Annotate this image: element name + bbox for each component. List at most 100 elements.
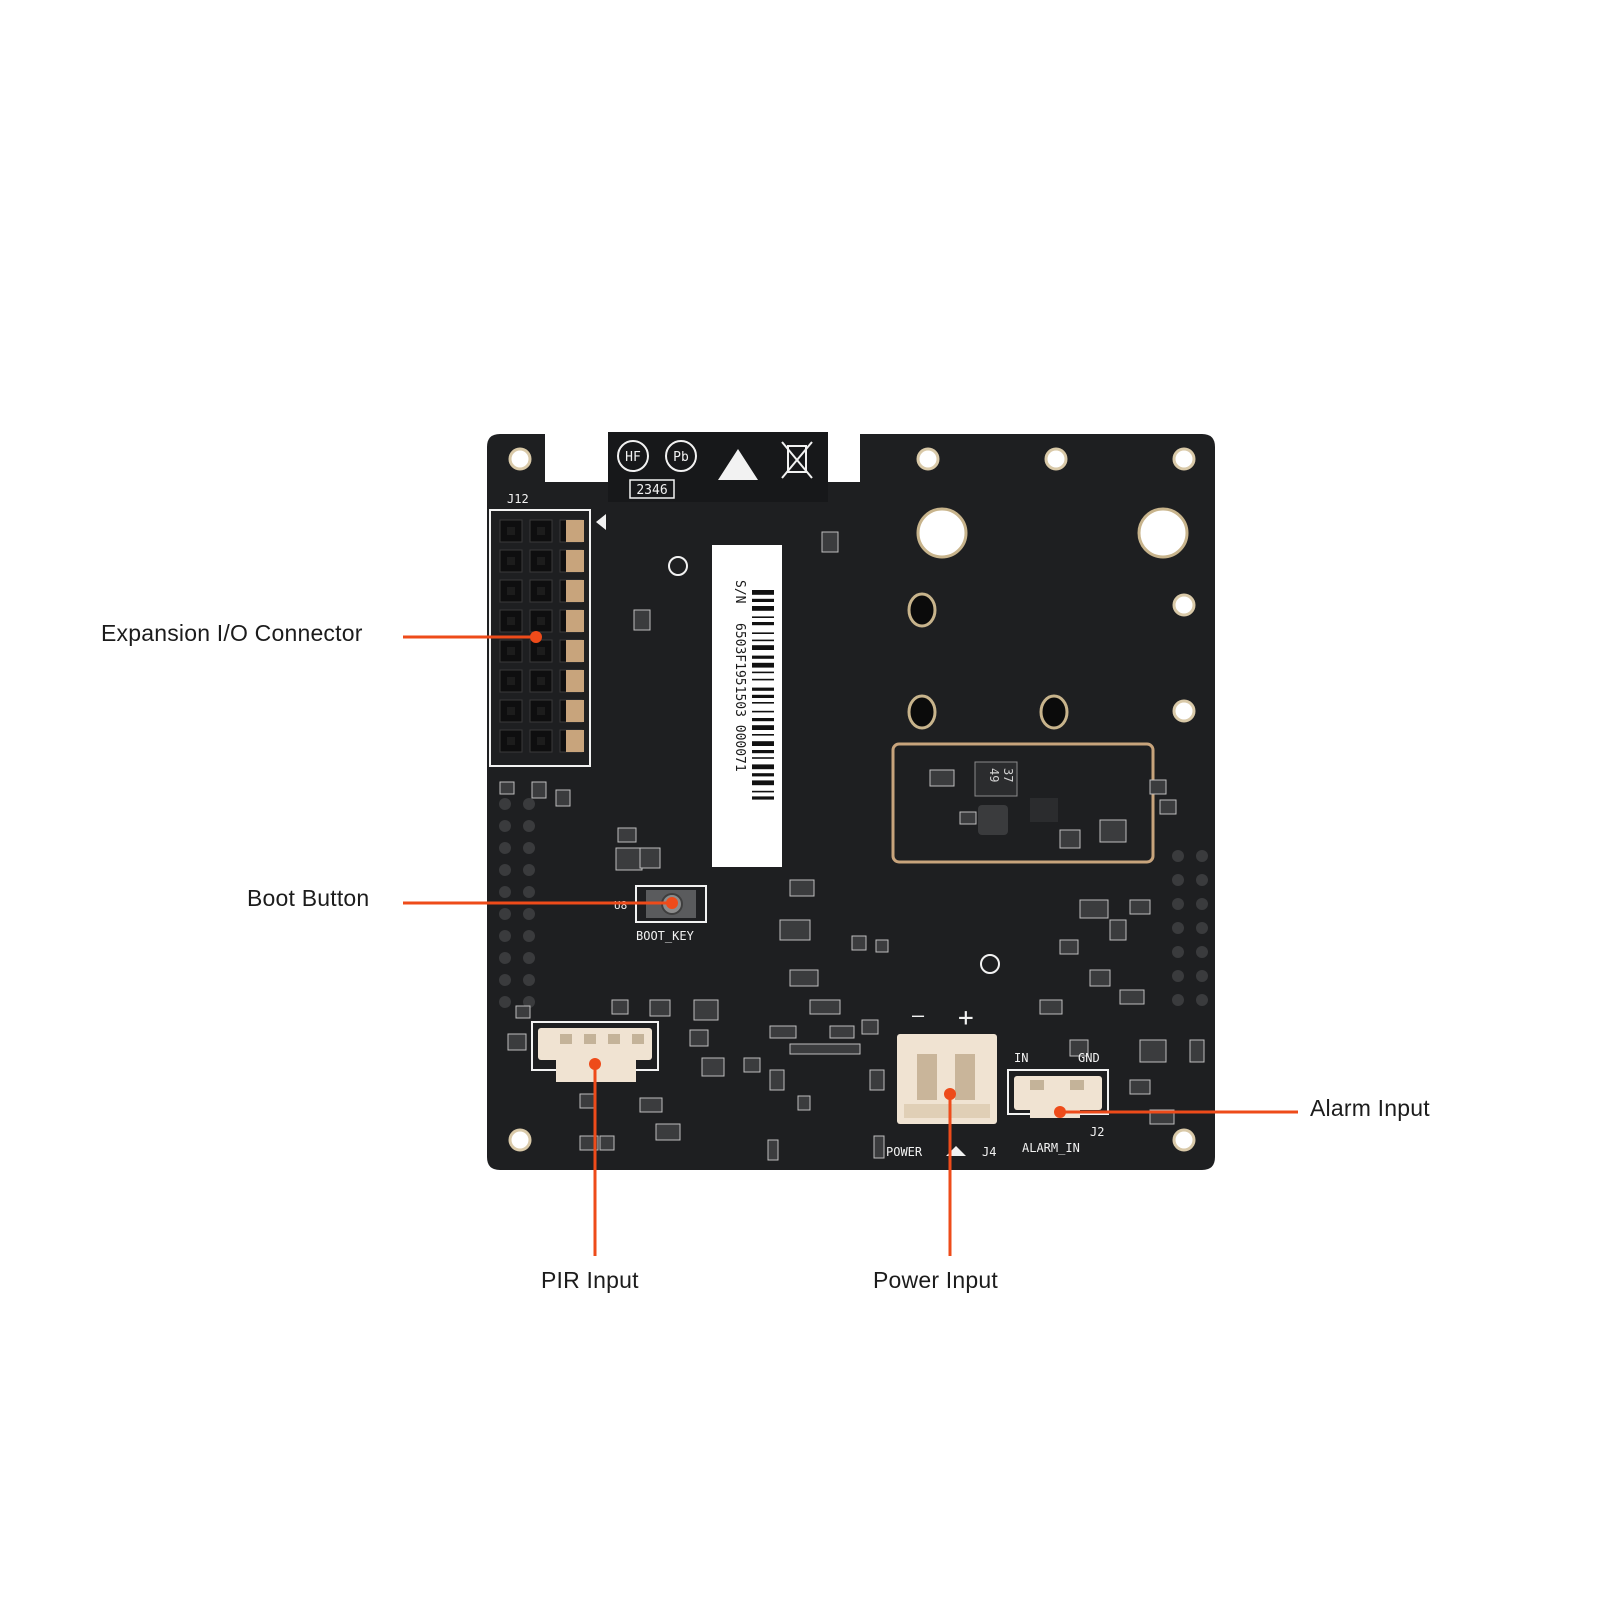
barcode-bar [752, 773, 774, 777]
smd-part [869, 1069, 885, 1091]
smd-part [689, 1029, 709, 1047]
smd-part [1089, 969, 1111, 987]
smd-part [789, 1043, 861, 1055]
edge-pad [1172, 994, 1184, 1006]
boot-ref-label: U8 [614, 899, 627, 912]
pin1-marker-icon [596, 514, 606, 530]
barcode-bar [752, 796, 774, 800]
boot-leader-dot [666, 897, 678, 909]
alarm-connector-ref: J2 [1090, 1125, 1104, 1139]
header-pin-hole [537, 557, 545, 565]
power-connector-ref: J4 [982, 1145, 996, 1159]
smd-part [531, 781, 547, 799]
alarm-in-pin-label: IN [1014, 1051, 1028, 1065]
header-pin-hole [507, 737, 515, 745]
header-pin-hole [507, 677, 515, 685]
barcode-bar [752, 606, 774, 611]
edge-pad [499, 974, 511, 986]
power-leader-dot [944, 1088, 956, 1100]
header-pin-hole [507, 707, 515, 715]
edge-pad [499, 842, 511, 854]
right-edge-pads [1172, 850, 1208, 1006]
edge-pad [1196, 994, 1208, 1006]
header-pin-hole [537, 647, 545, 655]
weee-bin-icon [781, 441, 813, 479]
header-edge-pad [566, 730, 584, 752]
header-edge-pad [566, 550, 584, 572]
header-pin-hole [507, 647, 515, 655]
edge-pad [499, 908, 511, 920]
expansion-leader-dot [530, 631, 542, 643]
smd-part [767, 1139, 779, 1161]
power-ref-label: POWER [886, 1145, 923, 1159]
smd-part [743, 1057, 761, 1073]
smd-part [639, 1097, 663, 1113]
header-pin-hole [507, 617, 515, 625]
edge-pad [1196, 898, 1208, 910]
edge-pad [1172, 922, 1184, 934]
barcode-bar [752, 710, 774, 713]
header-pin-hole [537, 707, 545, 715]
smd-part [1099, 819, 1127, 843]
smd-part [851, 935, 867, 951]
callout-boot-button: Boot Button [247, 885, 370, 911]
edge-pad [523, 864, 535, 876]
barcode-bar [752, 645, 774, 650]
inductor-marking-a: 37 [1001, 768, 1015, 782]
left-edge-pads [499, 798, 535, 1008]
barcode-bar [752, 687, 774, 691]
header-pin-hole [507, 527, 515, 535]
barcode-bar [752, 639, 774, 642]
smd-part [617, 827, 637, 843]
barcode-bar [752, 616, 774, 618]
smd-part [1159, 799, 1177, 815]
serial-sticker: S/N 6503F1951503 000071 [712, 545, 782, 867]
alarm-ref-label: ALARM_IN [1022, 1141, 1080, 1155]
barcode-bar [752, 678, 774, 681]
cert-code: 2346 [636, 483, 667, 498]
smd-part [693, 999, 719, 1021]
smd-part [779, 919, 811, 941]
edge-pad [523, 996, 535, 1008]
smd-part [959, 811, 977, 825]
barcode-bar [752, 671, 774, 674]
fiducial-marker [668, 556, 688, 576]
edge-pad [1196, 874, 1208, 886]
smd-part [599, 1135, 615, 1151]
callout-leaders [403, 631, 1298, 1256]
edge-pad [523, 842, 535, 854]
smd-part [499, 781, 515, 795]
smd-part [701, 1057, 725, 1077]
smd-part [655, 1123, 681, 1141]
edge-pad [499, 996, 511, 1008]
header-edge-pad [566, 640, 584, 662]
edge-pad [1172, 970, 1184, 982]
smd-part [1059, 829, 1081, 849]
barcode-bar [752, 632, 774, 634]
callout-alarm-input: Alarm Input [1310, 1095, 1430, 1121]
edge-pad [1196, 970, 1208, 982]
header-pin-hole [537, 617, 545, 625]
smd-part [1129, 899, 1151, 915]
header-pin-hole [507, 587, 515, 595]
smd-part [1189, 1039, 1205, 1063]
edge-pad [499, 798, 511, 810]
edge-pad [499, 820, 511, 832]
power-plus-label: + [958, 1003, 974, 1033]
smd-part [769, 1025, 797, 1039]
edge-pad [1172, 850, 1184, 862]
smd-part [639, 847, 661, 869]
alarm-gnd-pin-label: GND [1078, 1051, 1100, 1065]
smd-part [829, 1025, 855, 1039]
barcode-bar [752, 741, 774, 746]
header-edge-pad [566, 610, 584, 632]
barcode-bar [752, 757, 774, 759]
barcode-bar [752, 734, 774, 736]
edge-pad [523, 974, 535, 986]
barcode-bar [752, 598, 774, 602]
edge-pad [1172, 874, 1184, 886]
power-connector[interactable] [897, 1034, 997, 1124]
header-pin-hole [537, 587, 545, 595]
smd-part [1069, 1039, 1089, 1057]
